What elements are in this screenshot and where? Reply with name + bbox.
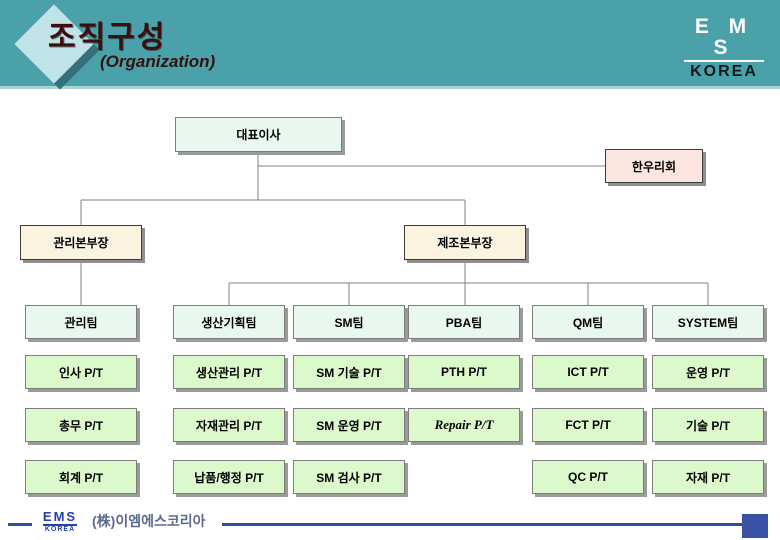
footer-logo-korea-text: KOREA — [44, 526, 76, 533]
org-box-team: QM팀 — [532, 305, 644, 339]
org-box-pt: SM 검사 P/T — [293, 460, 405, 494]
org-box-pt: 납품/행정 P/T — [173, 460, 285, 494]
header-band: 조직구성 (Organization) E M S KOREA — [0, 0, 780, 90]
org-box-director-manufacturing: 제조본부장 — [404, 225, 526, 260]
org-box-team: SYSTEM팀 — [652, 305, 764, 339]
org-box-pt: 기술 P/T — [652, 408, 764, 442]
page-title: 조직구성 — [48, 21, 167, 54]
footer-logo-ems-text: EMS — [42, 509, 78, 526]
corner-square-decoration — [742, 514, 768, 538]
org-box-pt: PTH P/T — [408, 355, 520, 389]
org-box-pt: SM 기술 P/T — [293, 355, 405, 389]
org-box-pt: ICT P/T — [532, 355, 644, 389]
page-subtitle: (Organization) — [100, 52, 216, 71]
org-box-pt: 인사 P/T — [25, 355, 137, 389]
footer-logo: EMS KOREA — [34, 509, 86, 533]
org-box-pt: 생산관리 P/T — [173, 355, 285, 389]
footer-rule-right — [222, 523, 742, 526]
footer-rule-left — [8, 523, 32, 526]
org-box-pt: 회계 P/T — [25, 460, 137, 494]
logo-korea-text: KOREA — [690, 63, 758, 80]
org-box-pt: 운영 P/T — [652, 355, 764, 389]
org-box-advisory: 한우리회 — [605, 149, 703, 183]
org-box-pt: QC P/T — [532, 460, 644, 494]
org-box-team: 관리팀 — [25, 305, 137, 339]
org-box-director-management: 관리본부장 — [20, 225, 142, 260]
org-box-pt: 총무 P/T — [25, 408, 137, 442]
org-box-pt: SM 운영 P/T — [293, 408, 405, 442]
footer-company-name: (株)이엠에스코리아 — [92, 513, 206, 529]
org-box-team: 생산기획팀 — [173, 305, 285, 339]
org-box-ceo: 대표이사 — [175, 117, 342, 152]
org-box-pt: Repair P/T — [408, 408, 520, 442]
org-box-team: PBA팀 — [408, 305, 520, 339]
org-box-pt: 자재관리 P/T — [173, 408, 285, 442]
company-logo: E M S KOREA — [684, 16, 764, 81]
org-box-team: SM팀 — [293, 305, 405, 339]
logo-ems-text: E M S — [684, 16, 764, 62]
org-box-pt: 자재 P/T — [652, 460, 764, 494]
org-box-pt: FCT P/T — [532, 408, 644, 442]
